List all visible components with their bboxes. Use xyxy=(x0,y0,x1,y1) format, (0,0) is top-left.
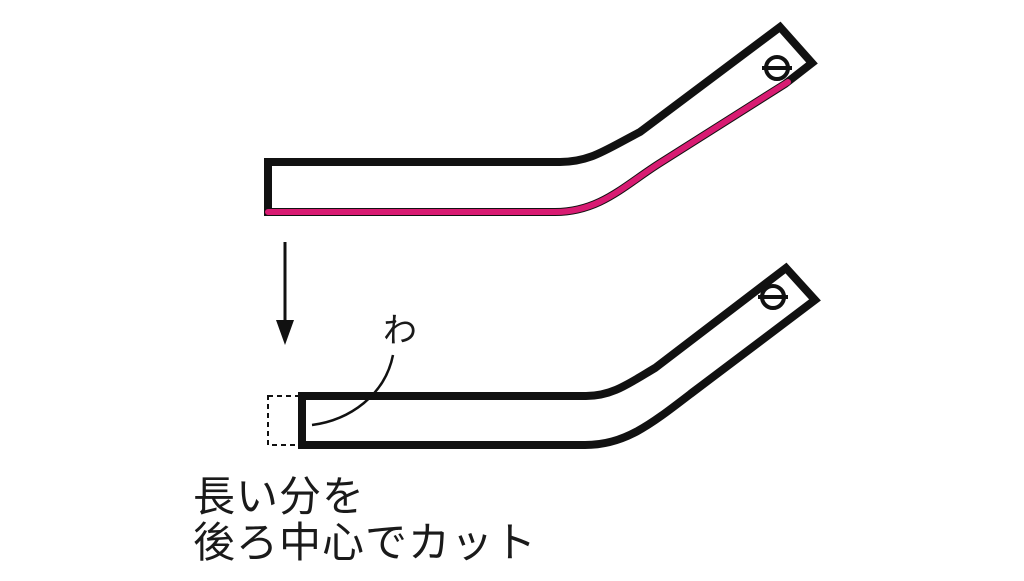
removed-portion-dashed xyxy=(267,395,303,446)
caption-line-2: 後ろ中心でカット xyxy=(193,518,538,567)
caption-line-1: 長い分を xyxy=(193,472,366,521)
top-band-pink-edge xyxy=(265,79,791,215)
bottom-band-piece: わ xyxy=(267,262,821,449)
arrow-down-icon xyxy=(276,242,294,345)
circle-with-slash-icon xyxy=(762,55,792,81)
fold-label: わ xyxy=(383,311,417,351)
bottom-band-outline xyxy=(298,262,821,449)
fold-leader-line xyxy=(311,354,395,427)
circle-with-slash-icon xyxy=(758,284,788,310)
top-band-piece xyxy=(264,21,818,216)
caption: 長い分を 後ろ中心でカット xyxy=(193,474,537,566)
